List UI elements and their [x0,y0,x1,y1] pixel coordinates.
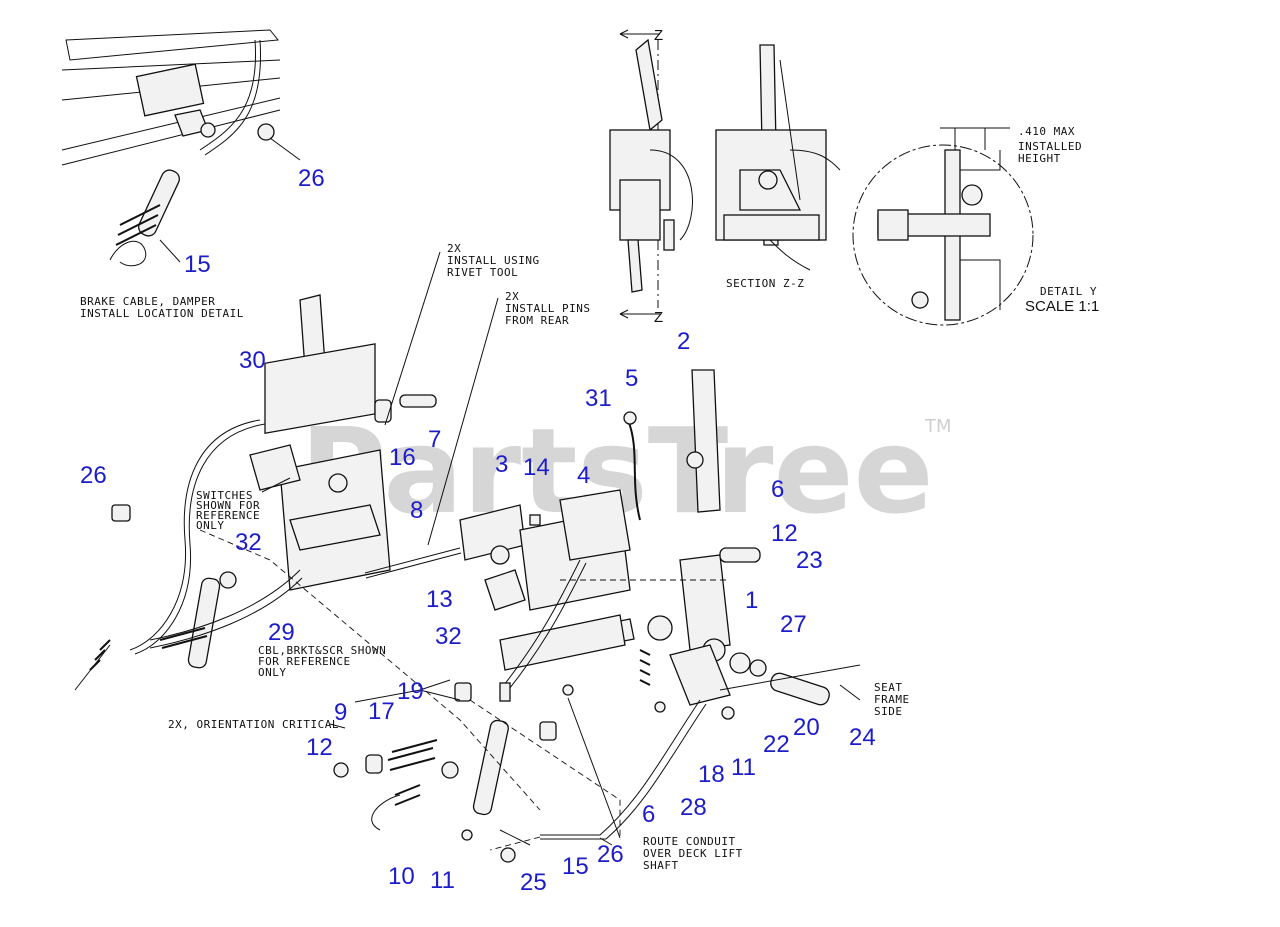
note-route-l3: SHAFT [643,859,679,872]
scale-label: SCALE 1:1 [1025,298,1099,315]
note-brake-cable-l1: BRAKE CABLE, DAMPER [80,295,215,308]
section-z-views: SECTION Z-Z Z Z [609,27,841,326]
callout-29[interactable]: 29 [268,619,295,646]
note-pins-l2: INSTALL PINS [505,302,590,315]
callout-16[interactable]: 16 [389,444,416,471]
callout-26[interactable]: 26 [80,462,107,489]
callout-23[interactable]: 23 [796,547,823,574]
note-pins-l1: 2X [505,290,519,303]
callout-17[interactable]: 17 [368,698,395,725]
callout-3[interactable]: 3 [495,451,508,478]
callout-1[interactable]: 1 [745,587,758,614]
callout-25[interactable]: 25 [520,869,547,896]
callout-9[interactable]: 9 [334,699,347,726]
note-orientation: 2X, ORIENTATION CRITICAL [168,718,339,731]
callout-20[interactable]: 20 [793,714,820,741]
callout-4[interactable]: 4 [577,462,590,489]
callout-6[interactable]: 6 [771,476,784,503]
brake-cable-detail [61,29,301,267]
callouts: 26 15 30 16 7 26 32 29 8 3 14 4 13 31 5 … [80,165,876,896]
callout-13[interactable]: 13 [426,586,453,613]
detail-y: .410 MAX INSTALLED HEIGHT DETAIL Y SCALE… [852,125,1099,326]
notes: BRAKE CABLE, DAMPER INSTALL LOCATION DET… [80,242,910,872]
max-height-l2: INSTALLED [1018,140,1082,153]
note-rivet-l1: 2X [447,242,461,255]
max-height-l3: HEIGHT [1018,152,1061,165]
callout-27[interactable]: 27 [780,611,807,638]
note-pins-l3: FROM REAR [505,314,569,327]
callout-8[interactable]: 8 [410,497,423,524]
leader-lines [261,251,861,846]
callout-7[interactable]: 7 [428,426,441,453]
callout-6[interactable]: 6 [642,801,655,828]
callout-18[interactable]: 18 [698,761,725,788]
note-brake-cable-l2: INSTALL LOCATION DETAIL [80,307,244,320]
note-rivet-l3: RIVET TOOL [447,266,518,279]
callout-32[interactable]: 32 [435,623,462,650]
callout-26[interactable]: 26 [597,841,624,868]
note-seat-l2: FRAME [874,693,910,706]
note-route-l2: OVER DECK LIFT [643,847,743,860]
z-marker-bottom: Z [654,309,663,326]
note-route-l1: ROUTE CONDUIT [643,835,736,848]
callout-28[interactable]: 28 [680,794,707,821]
callout-11[interactable]: 11 [430,867,455,894]
callout-26[interactable]: 26 [298,165,325,192]
section-label: SECTION Z-Z [726,277,804,290]
note-rivet-l2: INSTALL USING [447,254,540,267]
callout-12[interactable]: 12 [771,520,798,547]
note-cbl-l1: CBL,BRKT&SCR SHOWN [258,644,386,657]
z-marker-top: Z [654,27,663,44]
callout-11[interactable]: 11 [731,754,756,781]
note-seat-l3: SIDE [874,705,903,718]
note-cbl-l3: ONLY [258,666,287,679]
callout-24[interactable]: 24 [849,724,876,751]
callout-14[interactable]: 14 [523,454,550,481]
callout-15[interactable]: 15 [184,251,211,278]
note-switches-l3: REFERENCE [196,509,260,522]
note-switches-l4: ONLY [196,519,225,532]
callout-15[interactable]: 15 [562,853,589,880]
callout-10[interactable]: 10 [388,863,415,890]
detail-label: DETAIL Y [1040,285,1097,298]
callout-2[interactable]: 2 [677,328,690,355]
note-switches-l1: SWITCHES [196,489,253,502]
watermark-tm: TM [924,416,952,437]
main-assembly [74,294,861,863]
max-height-l1: .410 MAX [1018,125,1075,138]
callout-5[interactable]: 5 [625,365,638,392]
note-switches-l2: SHOWN FOR [196,499,260,512]
note-cbl-l2: FOR REFERENCE [258,655,351,668]
callout-12[interactable]: 12 [306,734,333,761]
callout-32[interactable]: 32 [235,529,262,556]
callout-19[interactable]: 19 [397,678,424,705]
callout-30[interactable]: 30 [239,347,266,374]
note-seat-l1: SEAT [874,681,903,694]
callout-31[interactable]: 31 [585,385,612,412]
callout-22[interactable]: 22 [763,731,790,758]
